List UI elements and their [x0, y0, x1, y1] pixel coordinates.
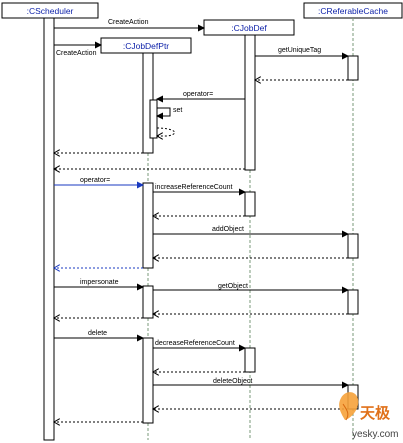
- object-scheduler: :CScheduler: [1, 2, 99, 19]
- message-add-object-label: addObject: [212, 226, 244, 233]
- object-jobdef: :CJobDef: [203, 19, 295, 36]
- watermark-site: yesky.com: [352, 429, 399, 440]
- object-jobdefptr: :CJobDefPtr: [100, 37, 192, 54]
- activation-cache-1: [347, 55, 359, 81]
- message-set-label: set: [173, 107, 182, 114]
- message-delete-label: delete: [88, 330, 107, 337]
- activation-cache-3: [347, 289, 359, 315]
- activation-jobdef-4: [244, 347, 256, 373]
- message-increase-ref-count-label: increaseReferenceCount: [155, 184, 232, 191]
- message-decrease-ref-count-label: decreaseReferenceCount: [155, 340, 235, 347]
- message-operator-assign-2-label: operator=: [80, 177, 110, 184]
- activation-jobdefptr-3: [142, 285, 154, 319]
- object-cache: :CReferableCache: [303, 2, 403, 19]
- message-set: [156, 107, 171, 120]
- message-delete-object-label: deleteObject: [213, 378, 252, 385]
- watermark-logo: 天极 yesky.com: [339, 392, 399, 440]
- activation-scheduler: [43, 17, 55, 441]
- message-create-jobdef-label: CreateAction: [108, 19, 149, 26]
- message-create-jobdefptr-label: CreateAction: [56, 50, 97, 57]
- message-get-object-label: getObject: [218, 283, 248, 290]
- watermark-leaf-icon: [339, 392, 359, 420]
- activation-jobdefptr-nested: [149, 99, 158, 139]
- watermark-leaf-icon-2: [342, 403, 349, 421]
- object-cache-label: :CReferableCache: [318, 6, 388, 16]
- activation-jobdefptr-4: [142, 337, 154, 424]
- activation-jobdefptr-2: [142, 182, 154, 269]
- return-set: [157, 127, 176, 136]
- message-operator-assign-label: operator=: [183, 91, 213, 98]
- object-scheduler-label: :CScheduler: [27, 6, 74, 16]
- object-jobdefptr-label: :CJobDefPtr: [123, 41, 169, 51]
- message-get-unique-tag-label: getUniqueTag: [278, 47, 321, 54]
- message-impersonate-label: impersonate: [80, 279, 119, 286]
- watermark-brand: 天极: [360, 404, 391, 422]
- activation-jobdef-1: [244, 34, 256, 171]
- object-jobdef-label: :CJobDef: [231, 23, 267, 33]
- activation-cache-2: [347, 233, 359, 259]
- activation-jobdef-2: [244, 191, 256, 217]
